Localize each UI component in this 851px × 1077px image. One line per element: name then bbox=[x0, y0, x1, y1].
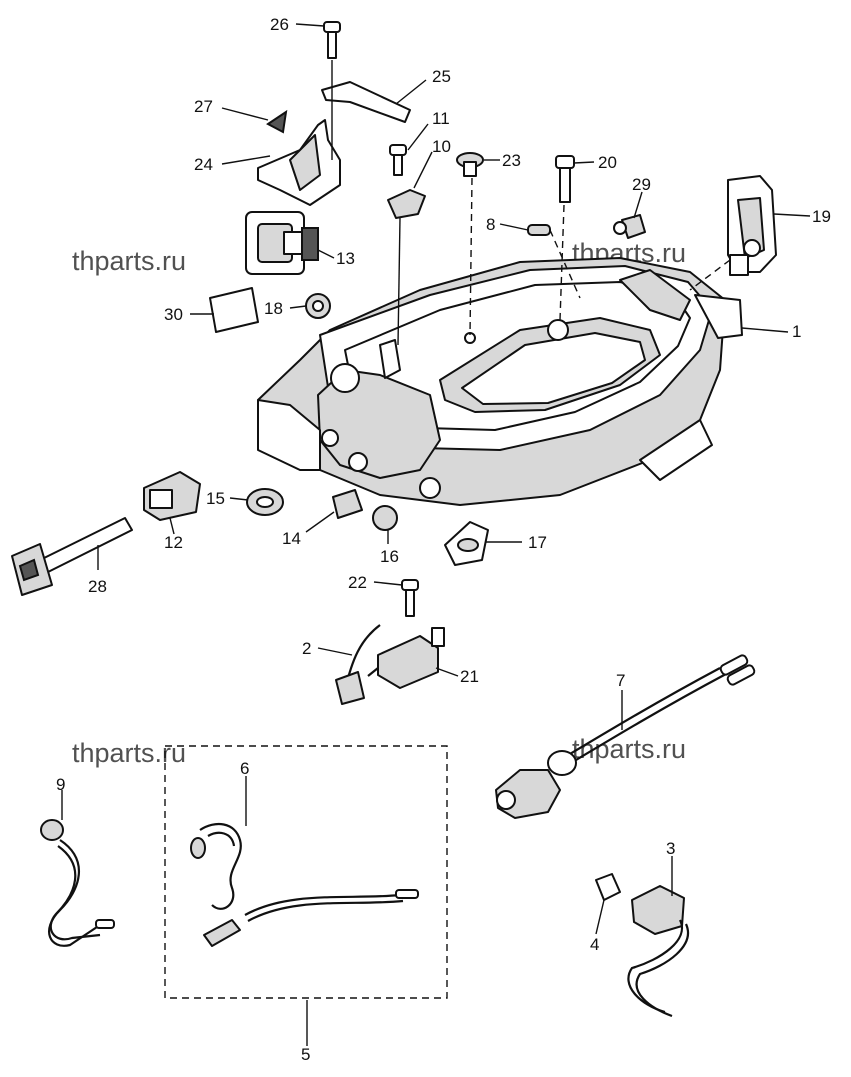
callout-22: 22 bbox=[348, 573, 367, 592]
callout-24: 24 bbox=[194, 155, 213, 174]
callout-26: 26 bbox=[270, 15, 289, 34]
callout-2: 2 bbox=[302, 639, 311, 658]
callout-30: 30 bbox=[164, 305, 183, 324]
seal-15-part bbox=[246, 488, 284, 516]
cap-16-part bbox=[372, 505, 398, 531]
callout-1: 1 bbox=[792, 322, 801, 341]
clip-4-part bbox=[595, 873, 621, 901]
switch-harness-7-part bbox=[495, 654, 756, 819]
callout-21: 21 bbox=[460, 667, 479, 686]
callout-5: 5 bbox=[301, 1045, 310, 1064]
tab-27-part bbox=[266, 109, 288, 134]
callout-28: 28 bbox=[88, 577, 107, 596]
callout-lead-lines bbox=[61, 23, 811, 1046]
callout-labels: 1 2 3 4 5 6 7 8 9 10 11 12 13 14 15 16 1… bbox=[56, 15, 831, 1064]
kit-5-dashed-box bbox=[164, 745, 448, 999]
clip-10-part bbox=[387, 189, 426, 219]
handle-28-part bbox=[11, 517, 133, 596]
clip-14-part bbox=[332, 489, 363, 519]
watermark-mid-left: thparts.ru bbox=[72, 738, 186, 768]
grommet-18-part bbox=[305, 293, 331, 319]
harness-9-part bbox=[40, 819, 115, 947]
bolt-26-part bbox=[323, 21, 341, 59]
callout-10: 10 bbox=[432, 137, 451, 156]
callout-14: 14 bbox=[282, 529, 301, 548]
callout-23: 23 bbox=[502, 151, 521, 170]
callout-8: 8 bbox=[486, 215, 495, 234]
switch-3-part bbox=[627, 885, 689, 1018]
watermark-mid-right: thparts.ru bbox=[572, 734, 686, 764]
grommet-23-part bbox=[456, 152, 484, 177]
connector-21-part bbox=[367, 627, 445, 689]
callout-18: 18 bbox=[264, 299, 283, 318]
callout-12: 12 bbox=[164, 533, 183, 552]
strap-2-part bbox=[335, 624, 381, 705]
pin-8-part bbox=[527, 224, 551, 236]
callout-11: 11 bbox=[432, 109, 450, 128]
callout-20: 20 bbox=[598, 153, 617, 172]
side-bracket-part bbox=[727, 175, 777, 276]
plate-25-part bbox=[321, 81, 411, 123]
callout-19: 19 bbox=[812, 207, 831, 226]
callout-25: 25 bbox=[432, 67, 451, 86]
callout-17: 17 bbox=[528, 533, 547, 552]
lanyard-6-part bbox=[190, 822, 419, 947]
callout-9: 9 bbox=[56, 775, 65, 794]
callout-29: 29 bbox=[632, 175, 651, 194]
label-30-part bbox=[209, 287, 259, 333]
callout-13: 13 bbox=[336, 249, 355, 268]
switch-plate-13-part bbox=[245, 211, 319, 275]
callout-6: 6 bbox=[240, 759, 249, 778]
bracket-24-part bbox=[257, 119, 341, 206]
callout-16: 16 bbox=[380, 547, 399, 566]
watermark-top-left: thparts.ru bbox=[72, 246, 186, 276]
callout-15: 15 bbox=[206, 489, 225, 508]
callout-4: 4 bbox=[590, 935, 599, 954]
bolt-11-part bbox=[389, 144, 407, 176]
screw-29-part bbox=[613, 214, 646, 239]
bolt-22-part bbox=[401, 579, 419, 617]
callout-7: 7 bbox=[616, 671, 625, 690]
bolt-20-part bbox=[555, 155, 575, 203]
callout-27: 27 bbox=[194, 97, 213, 116]
callout-3: 3 bbox=[666, 839, 675, 858]
grommet-17-part bbox=[444, 521, 489, 566]
bottom-cowling-part bbox=[257, 257, 743, 506]
sleeve-12-part bbox=[143, 471, 201, 521]
